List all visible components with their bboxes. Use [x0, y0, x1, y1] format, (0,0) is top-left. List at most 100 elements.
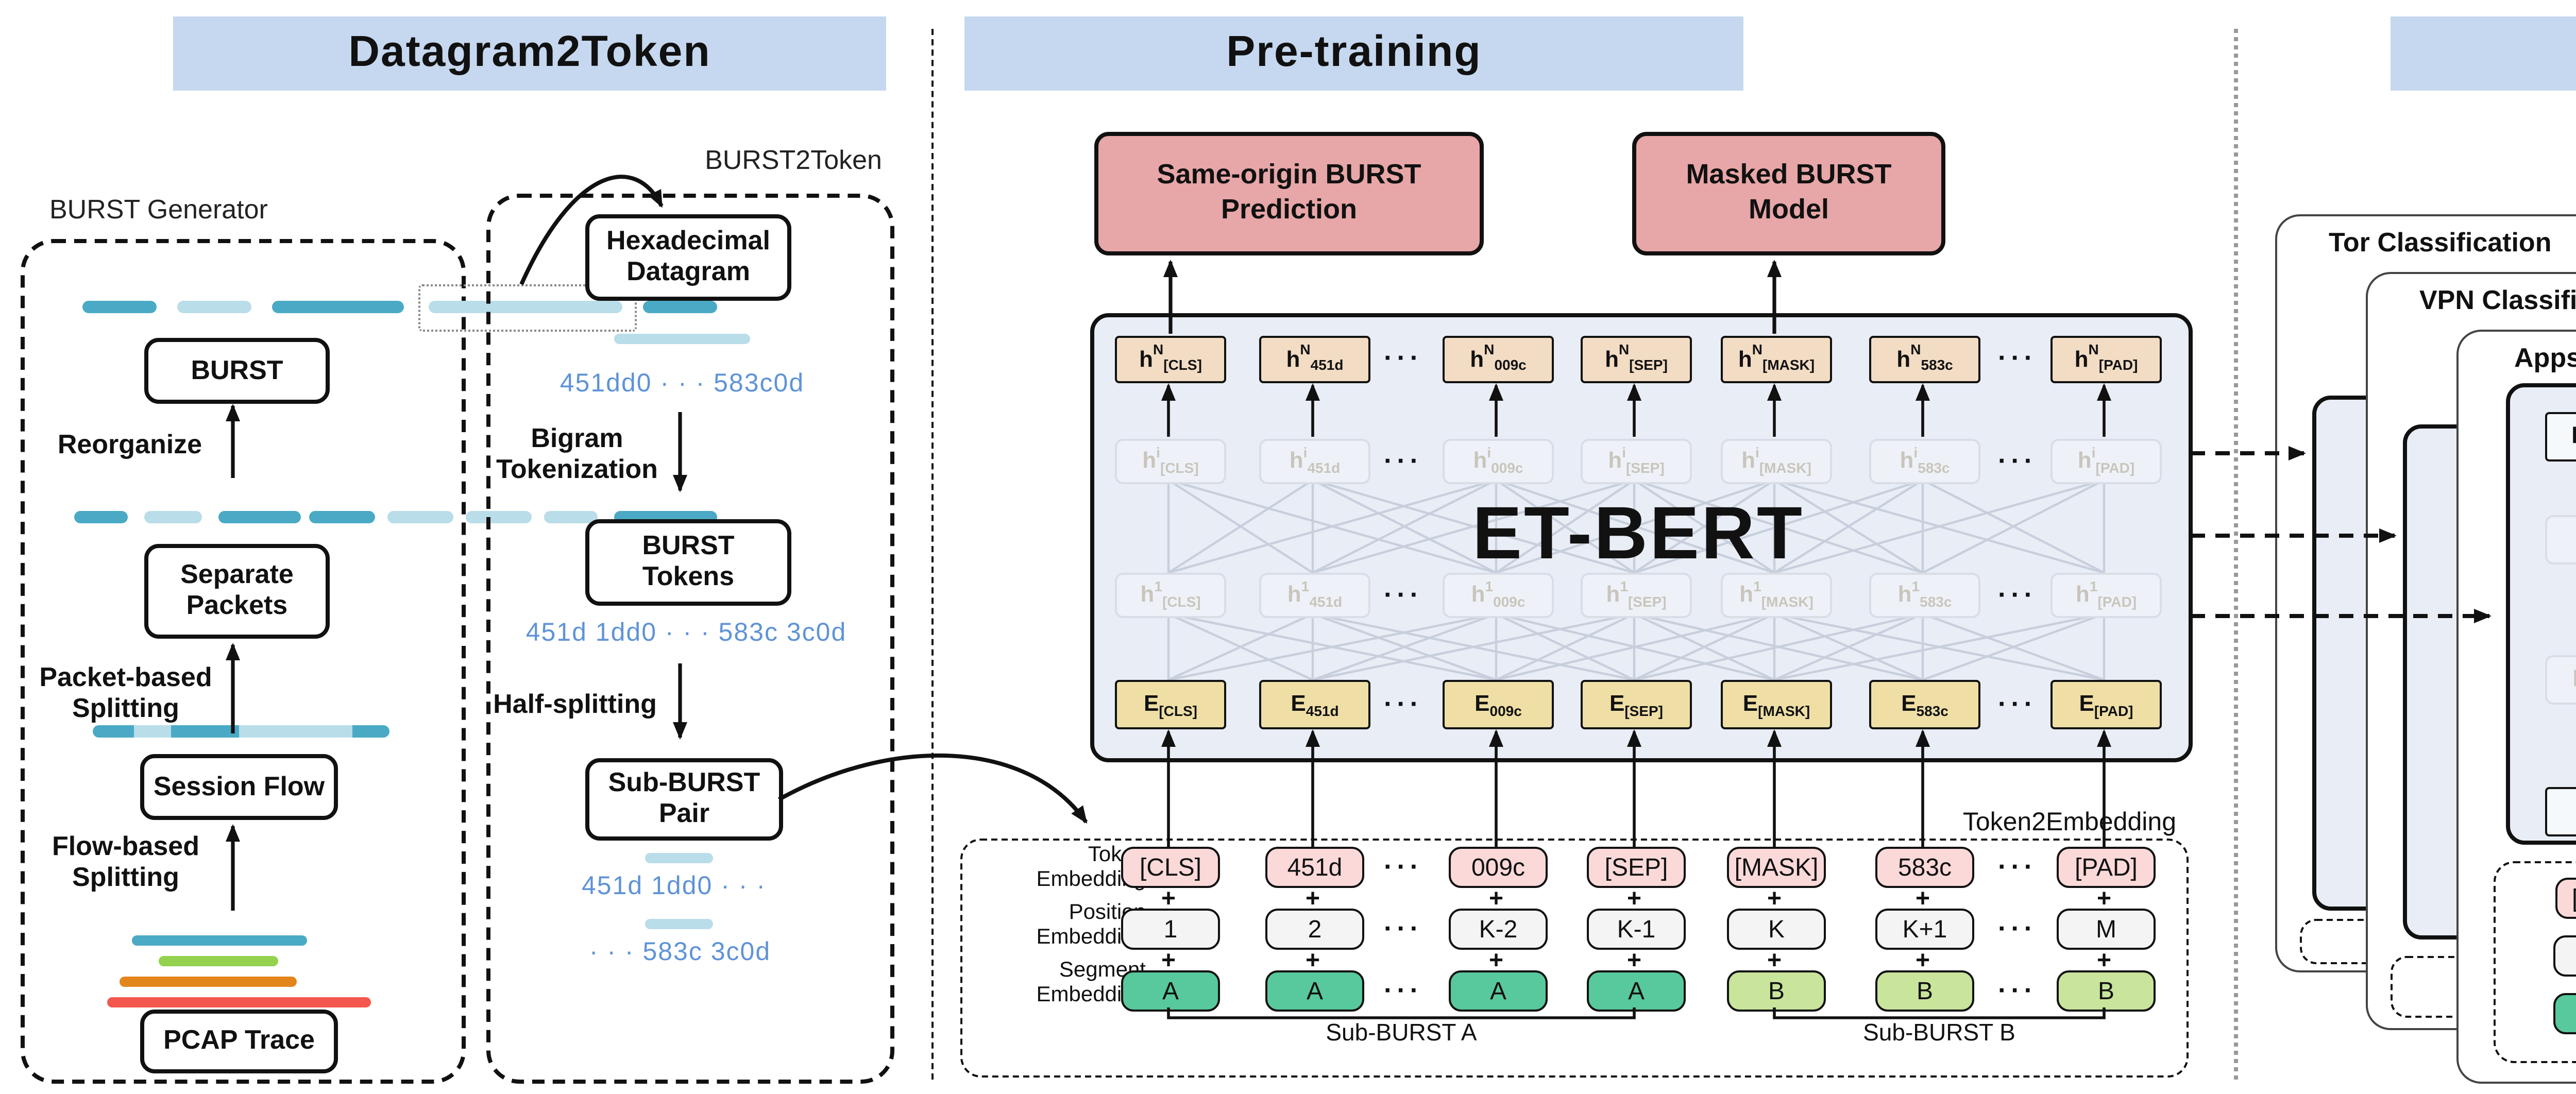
pre-h1-cell-dots: ···	[1384, 578, 1423, 609]
session-bar-segment	[93, 725, 134, 737]
pre-E-cell: E[MASK]	[1721, 680, 1832, 729]
flow-line	[120, 977, 297, 986]
burst-generator-title: BURST Generator	[49, 194, 268, 225]
fine-hi-cell: hi[CLS]	[2545, 515, 2576, 565]
plus-sign: +	[1767, 884, 1782, 913]
plus-sign: +	[1626, 884, 1641, 913]
fine-token-cell: [CLS]	[2555, 878, 2576, 919]
pre-hN-cell-dots: ···	[1998, 342, 2037, 373]
pre-pos-cell: K	[1727, 909, 1826, 950]
session-joined-bar	[93, 725, 389, 737]
hex-string: 451dd0 · · · 583c0d	[560, 369, 805, 398]
pre-pos-cell: 1	[1121, 909, 1220, 950]
burst2token-title: BURST2Token	[705, 144, 882, 175]
fine-hN-cell: hN[CLS]	[2545, 412, 2576, 461]
plus-sign: +	[1915, 884, 1930, 913]
session-flow-box: Session Flow	[140, 754, 338, 820]
pre-token-dots: ···	[1384, 850, 1423, 881]
pre-token-cell: [SEP]	[1587, 847, 1686, 888]
pre-token-cell: 451d	[1265, 847, 1364, 888]
fine-seg-cell: A	[2553, 993, 2576, 1034]
pcap-trace-box: PCAP Trace	[140, 1010, 338, 1073]
burst-selection-rect	[418, 284, 637, 332]
pre-seg-cell: A	[1121, 970, 1220, 1012]
token-string: 451d 1dd0 · · · 583c 3c0d	[526, 618, 847, 647]
reorganize-label: Reorganize	[57, 429, 202, 459]
burst-mini-bar	[645, 853, 713, 862]
pre-E-cell: E[CLS]	[1115, 680, 1226, 729]
flow-line	[132, 935, 307, 945]
pre-E-cell-dots: ···	[1384, 687, 1423, 718]
token2embedding-box	[960, 839, 2189, 1078]
traffic-bar	[272, 301, 404, 312]
pre-seg-cell: B	[1727, 970, 1826, 1012]
pre-pos-cell: 2	[1265, 909, 1364, 950]
pre-pos-cell: K-2	[1449, 909, 1548, 950]
pre-h1-cell-dots: ···	[1998, 578, 2037, 609]
traffic-bar	[309, 511, 375, 522]
traffic-bar	[429, 301, 622, 312]
sub-burst-pair-box: Sub-BURST Pair	[585, 758, 783, 841]
separator-dotted	[2234, 29, 2238, 1080]
pre-hi-cell-dots: ···	[1384, 444, 1423, 475]
pre-E-cell-dots: ···	[1998, 687, 2037, 718]
plus-sign: +	[1915, 946, 1930, 975]
traffic-bar	[466, 511, 532, 522]
traffic-bar	[144, 511, 202, 522]
etbert-model-finetune: ET-BERT	[2568, 579, 2576, 643]
packet-based-label: Packet-based Splitting	[39, 661, 212, 723]
pre-seg-cell: A	[1587, 970, 1686, 1012]
group-label-subburst-a: Sub-BURST A	[1326, 1022, 1477, 1047]
plus-sign: +	[1305, 946, 1320, 975]
traffic-bar	[218, 511, 301, 522]
plus-sign: +	[1488, 884, 1503, 913]
pre-pos-cell: M	[2057, 909, 2156, 950]
pre-hN-cell-dots: ···	[1384, 342, 1423, 373]
pre-E-cell: E[PAD]	[2050, 680, 2162, 729]
row-label-segment: Segment Embedding	[1036, 958, 1146, 1007]
separate-packets-box: Separate Packets	[144, 544, 330, 639]
flow-line	[107, 997, 371, 1006]
card-vpn-label: VPN Classification	[2419, 284, 2576, 315]
traffic-bar	[82, 301, 157, 312]
pre-pos-dots: ···	[1998, 912, 2037, 943]
pre-seg-cell: A	[1449, 970, 1548, 1012]
traffic-bar	[74, 511, 128, 522]
pre-pos-cell: K-1	[1587, 909, 1686, 950]
pre-seg-cell: B	[2057, 970, 2156, 1012]
pre-seg-dots: ···	[1998, 973, 2037, 1004]
pre-hi-cell-dots: ···	[1998, 444, 2037, 475]
burst-mini-bar	[645, 919, 713, 928]
plus-sign: +	[1161, 884, 1176, 913]
header-pretraining: Pre-training	[964, 16, 1743, 91]
pre-E-cell: E[SEP]	[1581, 680, 1692, 729]
plus-sign: +	[1767, 946, 1782, 975]
burst-tokens-box: BURST Tokens	[585, 519, 791, 606]
group-label-subburst-b: Sub-BURST B	[1863, 1022, 2015, 1047]
plus-sign: +	[2096, 946, 2111, 975]
burst-mini-bar	[614, 334, 750, 343]
task-same-origin: Same-origin BURST Prediction	[1094, 132, 1484, 255]
task-masked-burst: Masked BURST Model	[1632, 132, 1945, 255]
plus-sign: +	[1305, 884, 1320, 913]
card-tor-label: Tor Classification	[2329, 227, 2552, 258]
sub-b-string: · · · 583c 3c0d	[589, 937, 771, 966]
fine-E-cell: E[CLS]	[2545, 787, 2576, 836]
sub-a-string: 451d 1dd0 · · ·	[582, 871, 766, 900]
traffic-bar	[177, 301, 251, 312]
